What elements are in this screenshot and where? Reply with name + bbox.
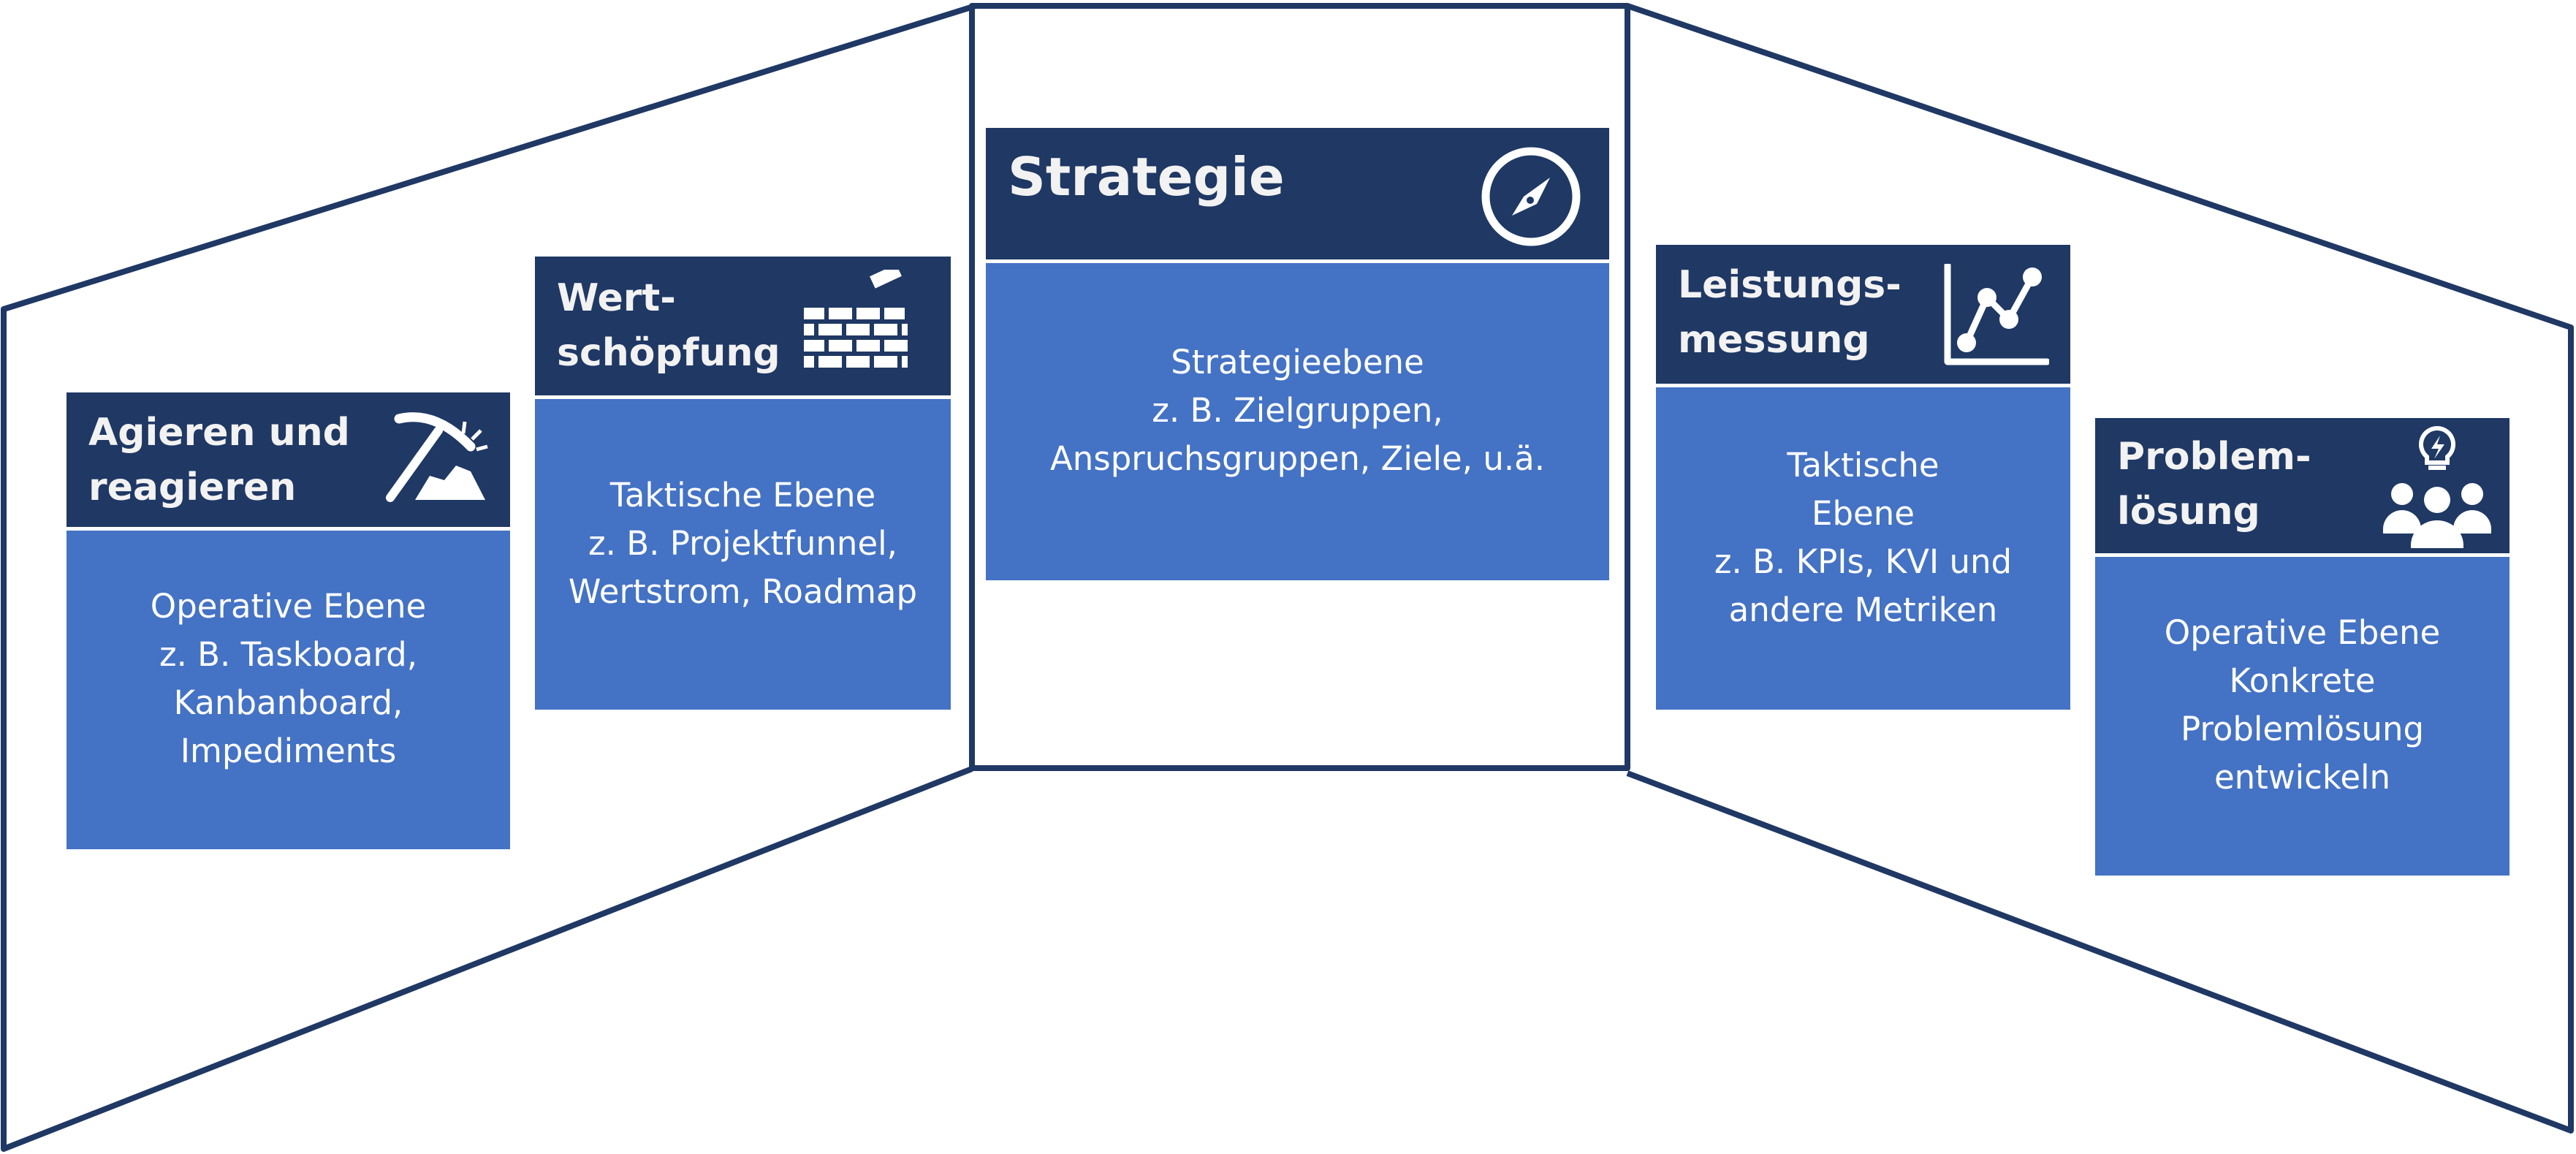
- card-body: Taktische Ebene z. B. KPIs, KVI und ande…: [1656, 387, 2070, 710]
- card-header: Agieren und reagieren: [67, 392, 510, 527]
- card-body: Strategieebene z. B. Zielgruppen, Anspru…: [986, 263, 1609, 580]
- card-body-text: Taktische Ebene z. B. KPIs, KVI und ande…: [1714, 445, 2013, 629]
- right-panel-outline: [1626, 3, 2574, 1134]
- card-wertschoepfung: Wert- schöpfung: [535, 257, 951, 710]
- card-body-text: Taktische Ebene z. B. Projektfunnel, Wer…: [568, 475, 918, 611]
- card-title: Agieren und reagieren: [88, 411, 350, 509]
- card-body-text: Operative Ebene z. B. Taskboard, Kanbanb…: [150, 587, 427, 770]
- compass-icon: [1481, 147, 1581, 246]
- card-header: Problem- lösung: [2095, 418, 2509, 553]
- card-title: Leistungs- messung: [1678, 263, 1901, 362]
- card-title: Wert- schöpfung: [557, 276, 780, 375]
- line-chart-icon: [1944, 264, 2049, 365]
- brick-wall-icon: [804, 270, 908, 368]
- card-title: Problem- lösung: [2117, 435, 2311, 534]
- card-title: Strategie: [1008, 146, 1285, 208]
- center-panel-outline: [969, 3, 1630, 771]
- card-strategie: Strategie Strategieebene z. B. Zielgrupp…: [986, 128, 1609, 580]
- card-header: Leistungs- messung: [1656, 245, 2070, 384]
- card-body-text: Strategieebene z. B. Zielgruppen, Anspru…: [1049, 343, 1546, 478]
- card-problemloesung: Problem- lösung Operative Ebene Konkrete…: [2095, 418, 2509, 876]
- card-header: Wert- schöpfung: [535, 257, 951, 395]
- card-body: Operative Ebene z. B. Taskboard, Kanbanb…: [67, 531, 510, 849]
- left-panel-outline: [1, 3, 977, 1152]
- pickaxe-icon: [386, 412, 488, 502]
- card-leistungsmessung: Leistungs- messung Taktische Ebene z. B.…: [1656, 245, 2070, 710]
- card-body: Taktische Ebene z. B. Projektfunnel, Wer…: [535, 399, 951, 710]
- card-header: Strategie: [986, 128, 1609, 259]
- card-body: Operative Ebene Konkrete Problemlösung e…: [2095, 557, 2509, 876]
- team-idea-icon: [2383, 425, 2491, 548]
- card-body-text: Operative Ebene Konkrete Problemlösung e…: [2164, 613, 2441, 797]
- card-agieren-und-reagieren: Agieren und reagieren Operative Ebene z.…: [67, 392, 510, 849]
